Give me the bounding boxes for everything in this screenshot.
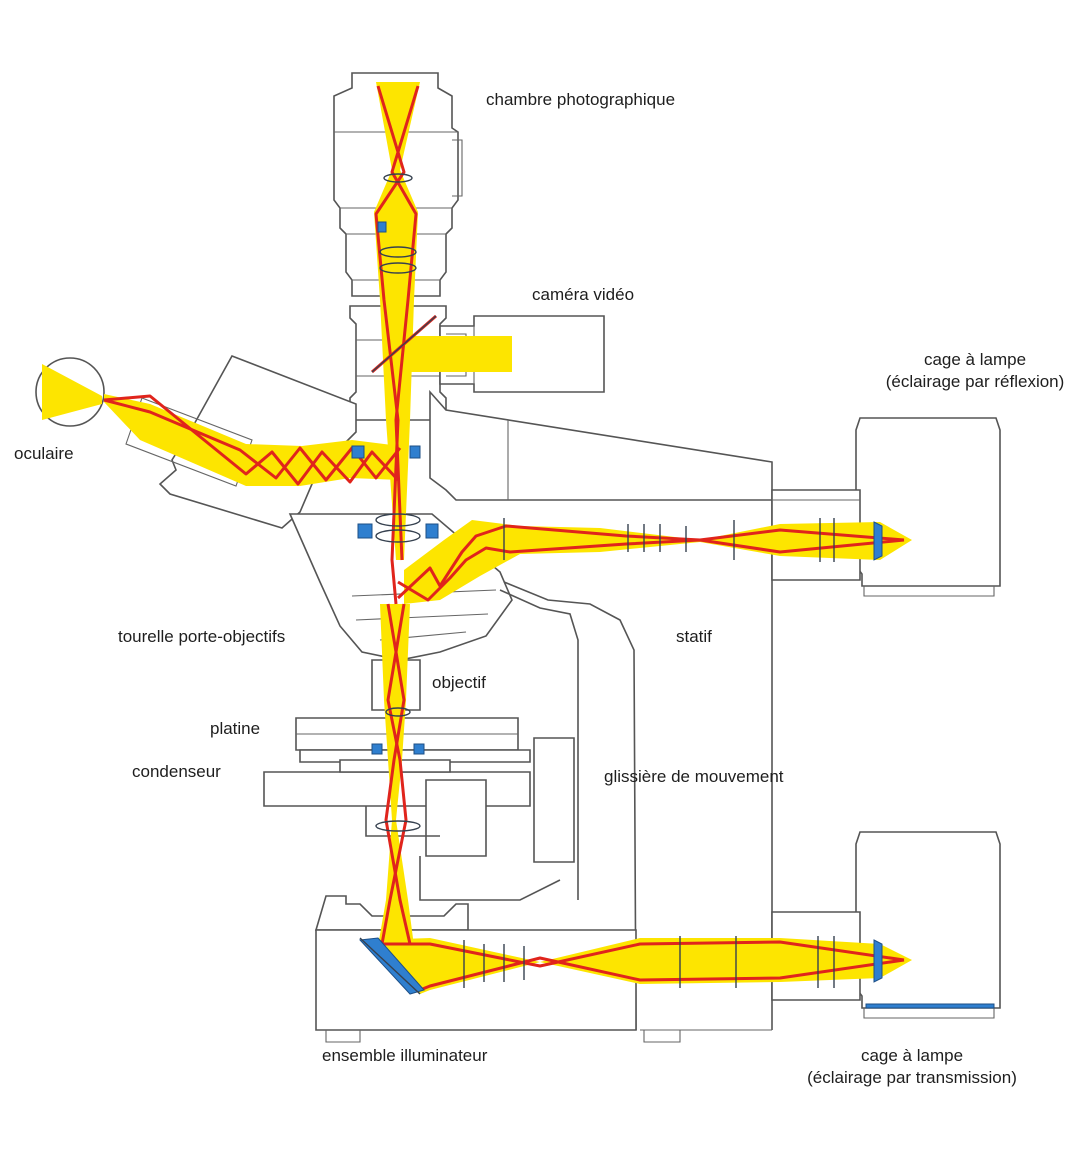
label-slide: glissière de mouvement (604, 767, 784, 786)
labels: chambre photographique caméra vidéo cage… (14, 90, 1064, 1087)
label-turret: tourelle porte-objectifs (118, 627, 285, 646)
label-photo-chamber: chambre photographique (486, 90, 675, 109)
optical-elements (351, 173, 883, 995)
reflection-lamp-housing (771, 417, 1001, 597)
label-lamp-transmission-line2: (éclairage par transmission) (807, 1068, 1017, 1087)
stage-housing (295, 717, 531, 763)
transmission-lamp-housing (771, 831, 1001, 1019)
label-video-camera: caméra vidéo (532, 285, 634, 304)
microscope-body (35, 72, 1001, 1043)
label-objective: objectif (432, 673, 486, 692)
label-condenser: condenseur (132, 762, 221, 781)
label-stand: statif (676, 627, 712, 646)
label-illuminator: ensemble illuminateur (322, 1046, 488, 1065)
light-beams (42, 82, 912, 994)
label-lamp-reflection-line2: (éclairage par réflexion) (886, 372, 1065, 391)
label-eyepiece: oculaire (14, 444, 74, 463)
upper-arm-housing (429, 389, 773, 501)
label-lamp-reflection-line1: cage à lampe (924, 350, 1026, 369)
label-lamp-transmission-line1: cage à lampe (861, 1046, 963, 1065)
label-stage: platine (210, 719, 260, 738)
